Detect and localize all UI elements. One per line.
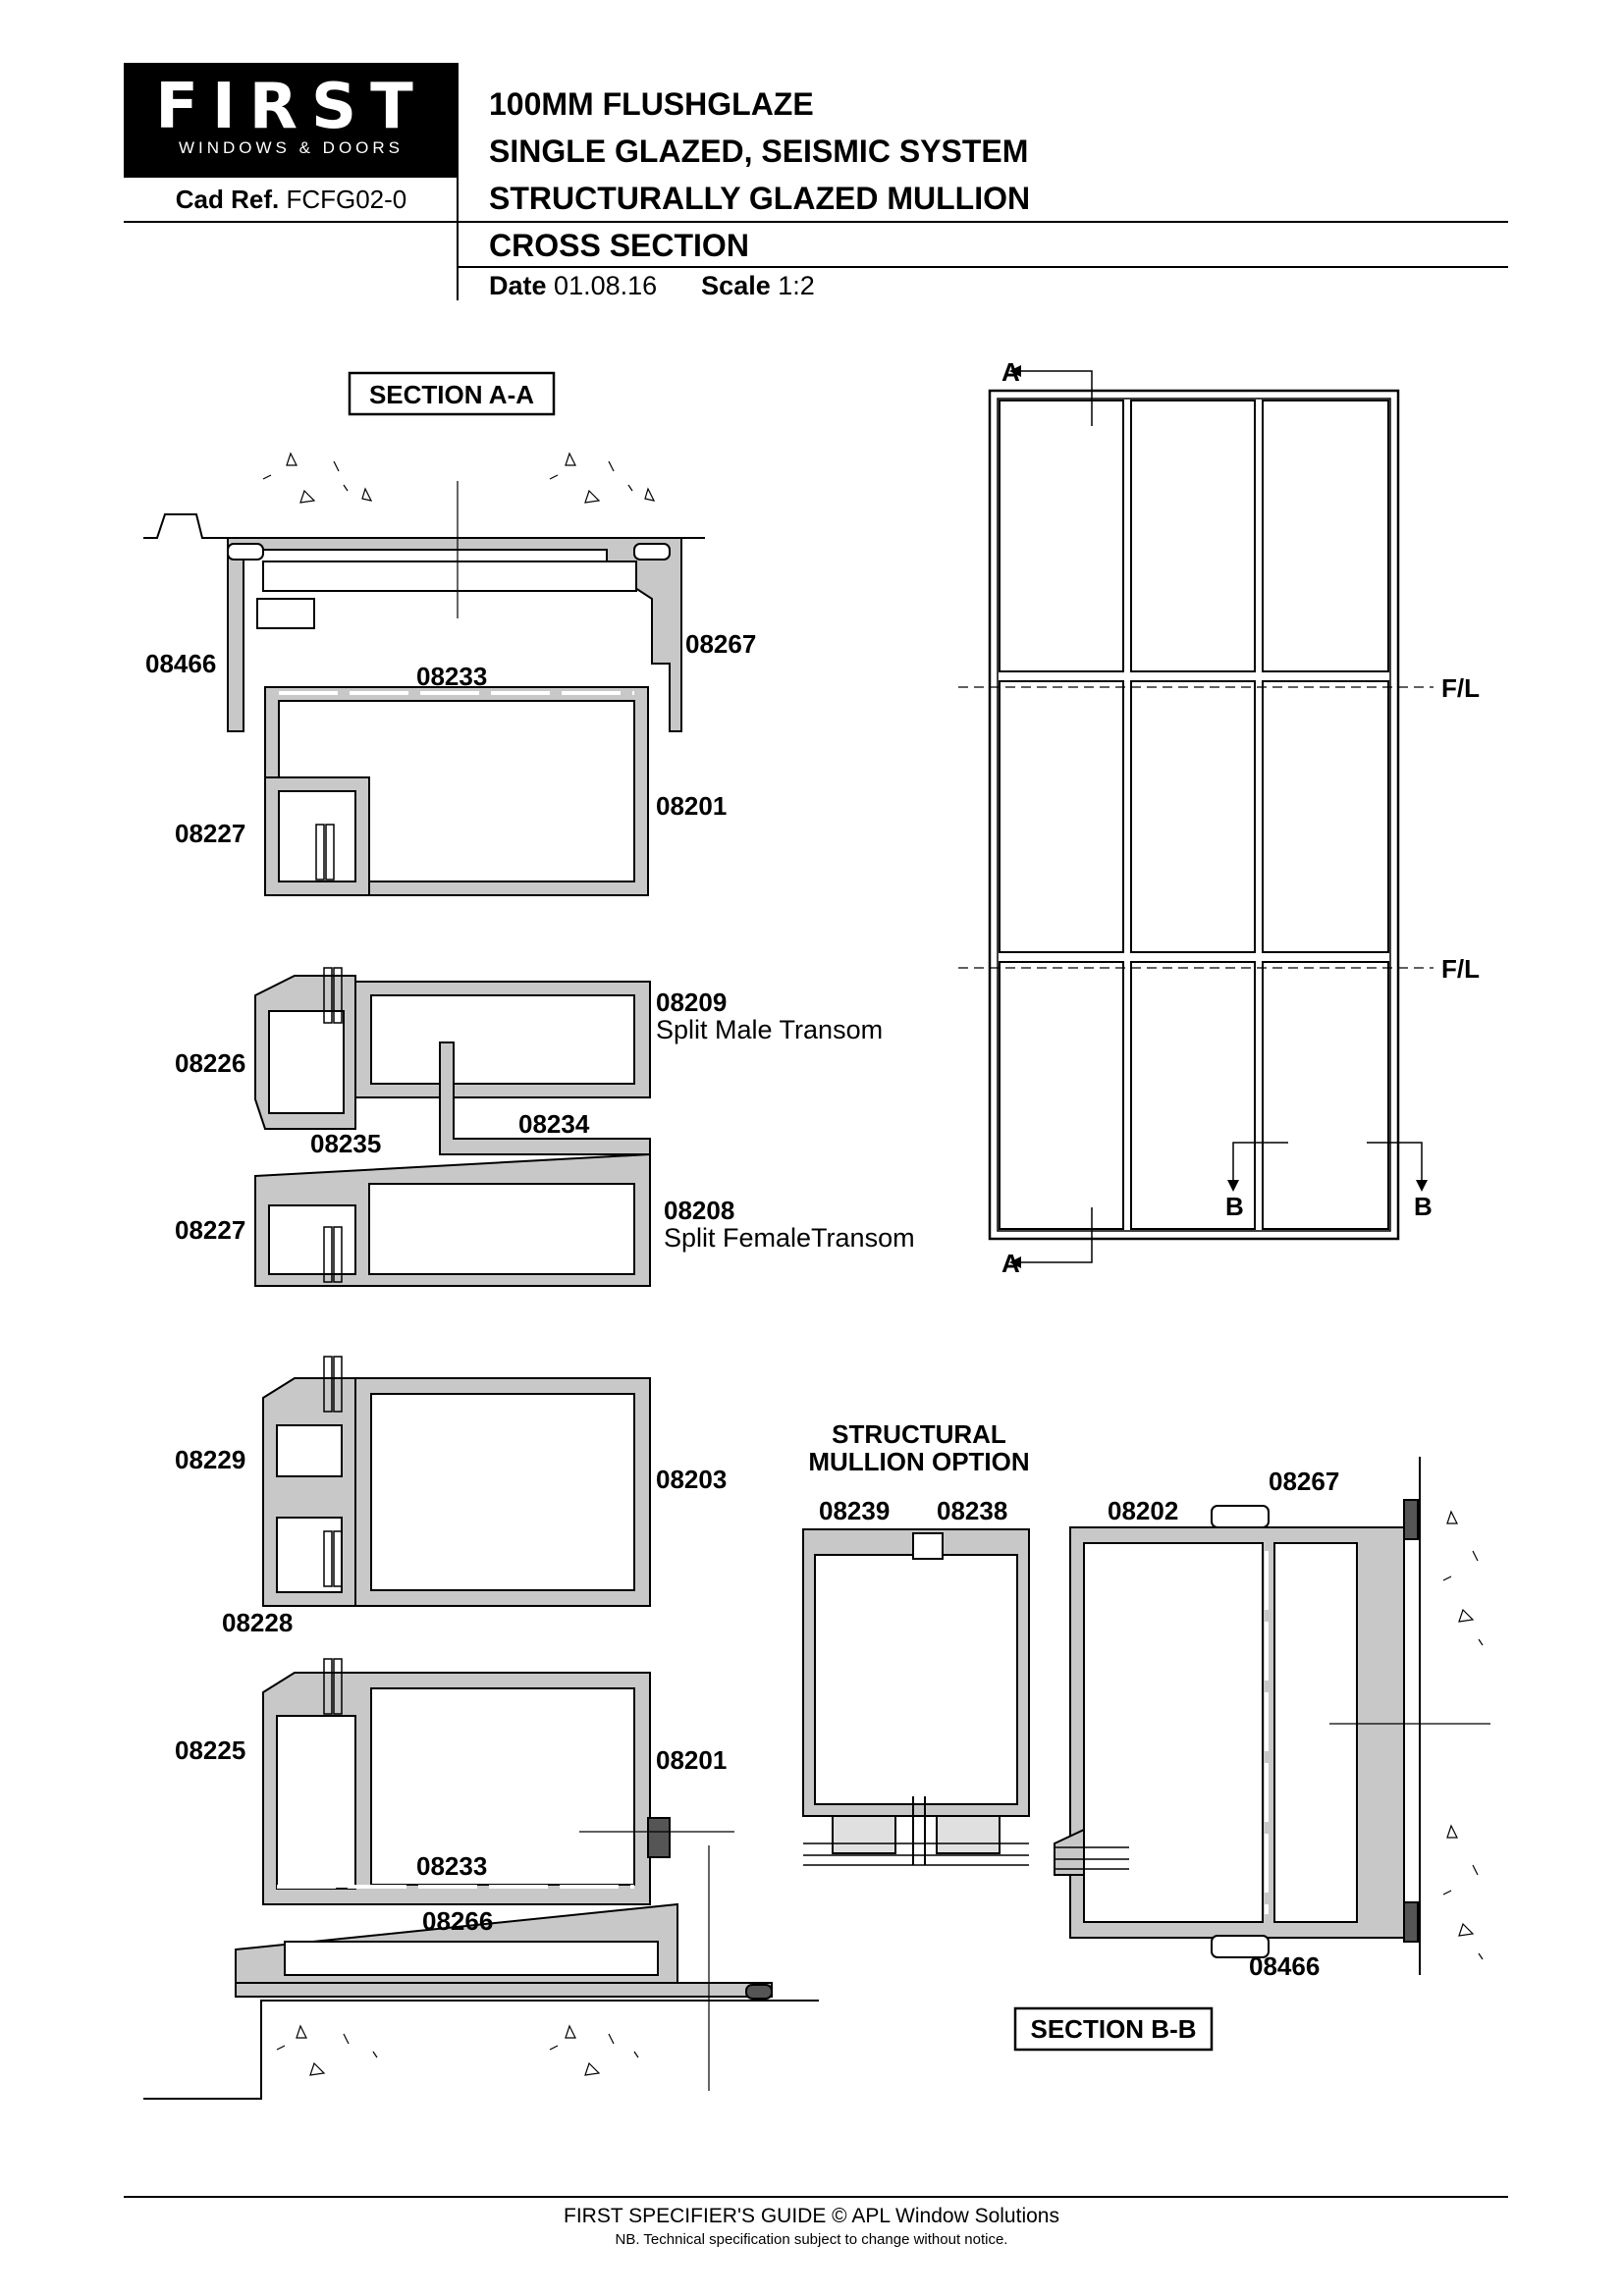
cad-ref-value: FCFG02-0 [286,185,407,214]
elevation-label-b-right: B [1414,1192,1433,1221]
company-logo: FIRST WINDOWS & DOORS [124,63,459,178]
title-line-2: SINGLE GLAZED, SEISMIC SYSTEM [489,133,1029,169]
label-08233-sill: 08233 [416,1851,487,1881]
label-08239: 08239 [819,1496,890,1525]
label-08226: 08226 [175,1048,245,1078]
elevation-view [958,365,1434,1268]
label-08233: 08233 [416,662,487,691]
head-detail [143,452,705,896]
label-08203: 08203 [656,1465,727,1494]
section-aa-heading-text: SECTION A-A [369,380,534,409]
label-08238: 08238 [937,1496,1007,1525]
title-line-4: CROSS SECTION [489,228,749,263]
label-split-male-transom: Split Male Transom [656,1015,883,1044]
label-08266: 08266 [422,1906,493,1936]
label-08466: 08466 [145,649,216,678]
cad-ref-label: Cad Ref. [175,185,280,214]
structural-option-heading-2: MULLION OPTION [808,1447,1029,1476]
section-bb-heading-text: SECTION B-B [1031,2014,1197,2044]
sill-detail [235,1658,773,2000]
label-08209: 08209 [656,988,727,1017]
intermediate-transom-detail [262,1356,651,1607]
label-08202: 08202 [1108,1496,1178,1525]
section-bb-substrate [1329,1457,1490,1975]
label-08225: 08225 [175,1735,245,1765]
title-line-3: STRUCTURALLY GLAZED MULLION [489,181,1031,216]
footer-line-1: FIRST SPECIFIER'S GUIDE © APL Window Sol… [564,2205,1059,2227]
cad-reference: Cad Ref. FCFG02-0 [124,185,459,215]
section-aa-heading: SECTION A-A [348,371,556,416]
label-08201: 08201 [656,791,727,821]
section-bb-drawing [1054,1499,1419,1958]
footer-line-2: NB. Technical specification subject to c… [615,2231,1008,2248]
structural-option-heading-1: STRUCTURAL [832,1419,1006,1449]
label-08227-transom: 08227 [175,1215,245,1245]
label-08227: 08227 [175,819,245,848]
date-label: Date [489,271,547,300]
split-transom-detail [254,967,651,1287]
date-value: 01.08.16 [554,271,658,300]
elevation-label-fl-1: F/L [1441,673,1480,703]
title-line-1: 100MM FLUSHGLAZE [489,86,814,122]
elevation-label-fl-2: F/L [1441,954,1480,984]
label-08228: 08228 [222,1608,293,1637]
label-split-female-transom: Split FemaleTransom [664,1223,915,1253]
label-08234: 08234 [518,1109,590,1139]
section-bb-heading: SECTION B-B [1013,2006,1214,2052]
sill-substrate [143,1831,819,2100]
logo-wordmark: FIRST [155,71,427,143]
title-block-rules [124,63,1508,2198]
elevation-label-a-top: A [1001,357,1020,387]
label-08208: 08208 [664,1196,734,1225]
label-08201-sill: 08201 [656,1745,727,1775]
label-08267: 08267 [685,629,756,659]
scale-value: 1:2 [778,271,815,300]
elevation-label-b-left: B [1225,1192,1244,1221]
logo-subtitle: WINDOWS & DOORS [178,138,405,157]
scale-label: Scale [701,271,771,300]
date-scale-line: Date 01.08.16 Scale 1:2 [489,271,815,301]
structural-mullion-drawing [802,1528,1030,1866]
label-08229: 08229 [175,1445,245,1474]
label-08267-bb: 08267 [1269,1467,1339,1496]
elevation-label-a-bottom: A [1001,1249,1020,1278]
label-08235: 08235 [310,1129,381,1158]
